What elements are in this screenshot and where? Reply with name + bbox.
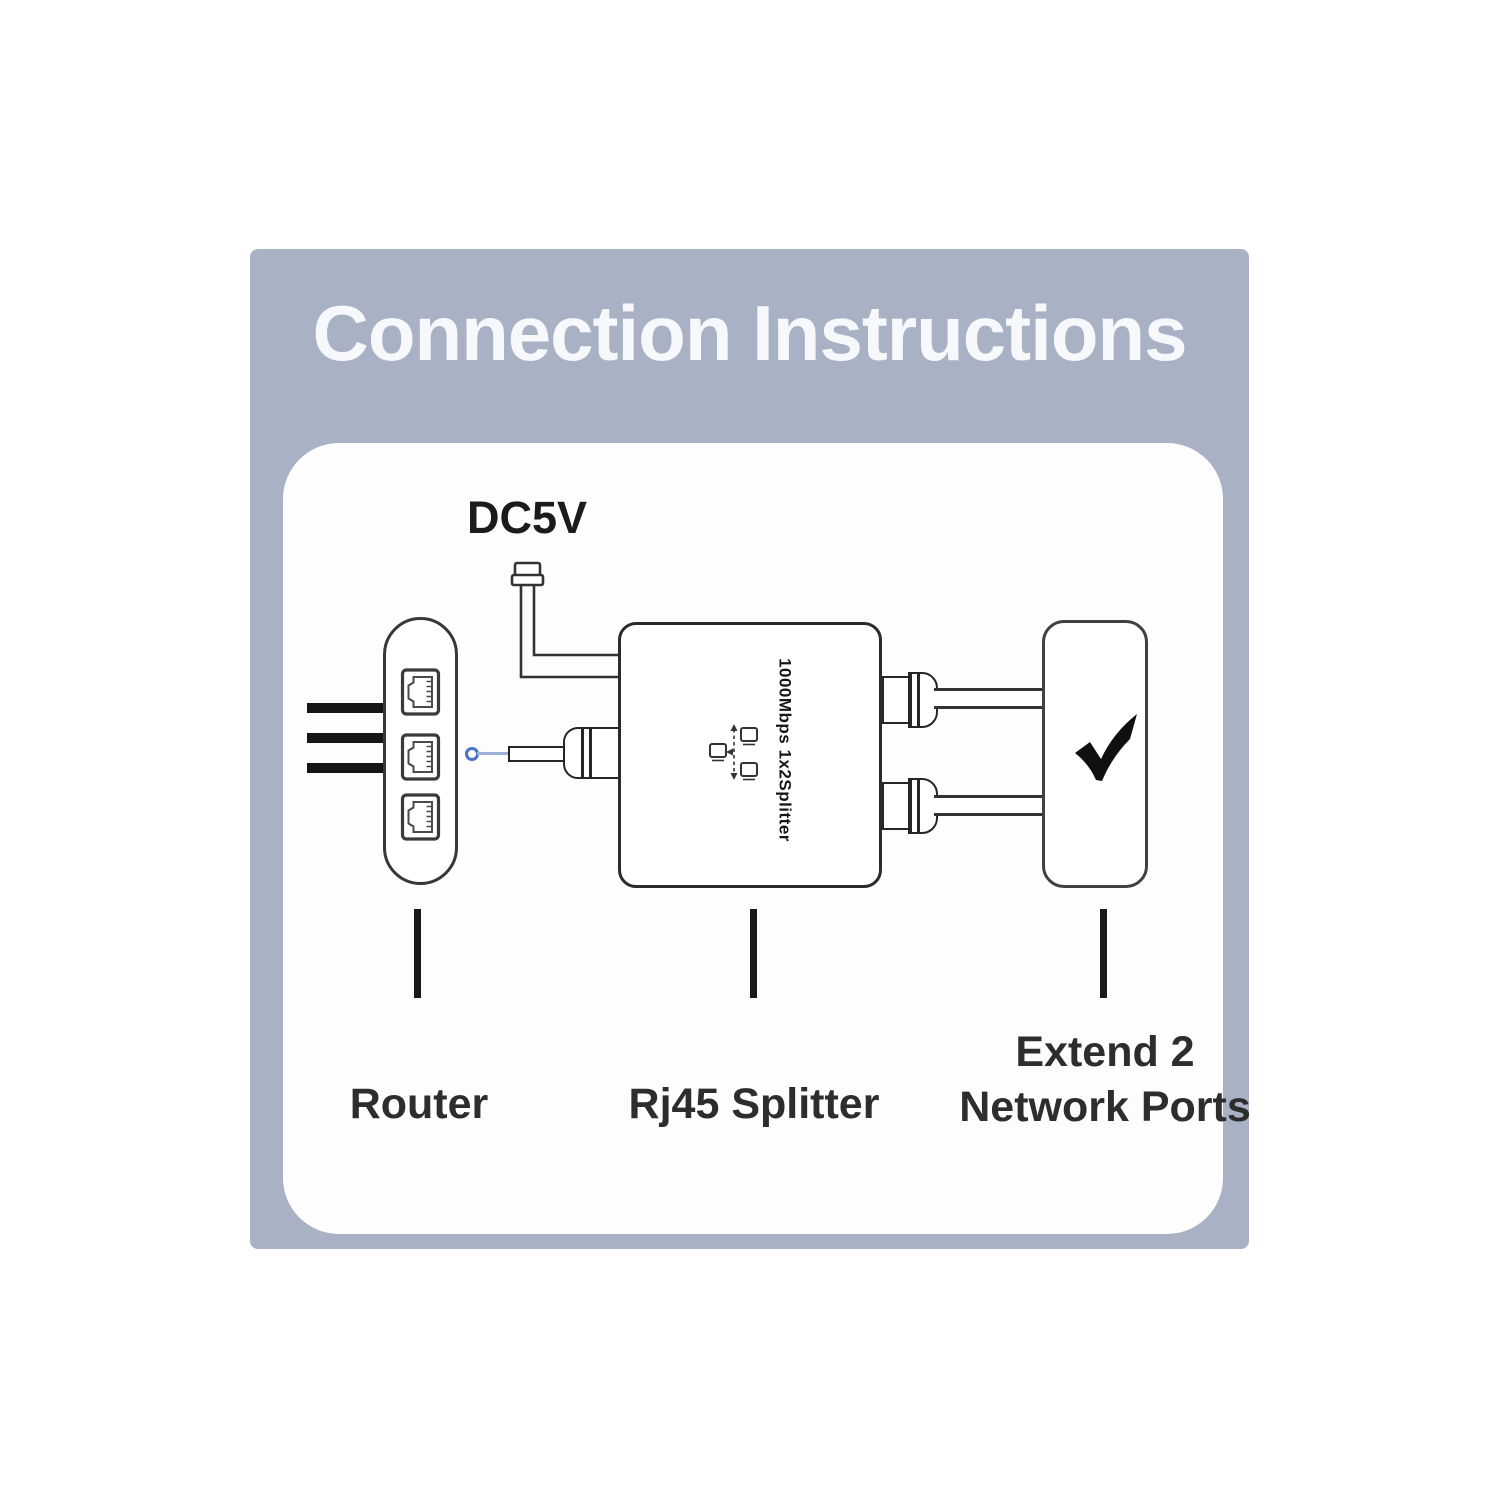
splitter-device: 1000Mbps 1x2Splitter <box>618 622 882 888</box>
ethernet-cable <box>934 795 1044 816</box>
router-device <box>383 617 458 885</box>
page-title: Connection Instructions <box>312 289 1188 377</box>
extend-caption-line2: Network Ports <box>959 1083 1251 1131</box>
plug-boot <box>908 778 938 834</box>
ethernet-plug-input-icon <box>508 727 620 780</box>
extend-caption: Extend 2 Network Ports <box>945 1025 1265 1135</box>
ethernet-cable <box>934 688 1044 709</box>
connector-line <box>477 752 509 755</box>
rj45-port-icon <box>400 733 441 781</box>
pointer-line-router <box>414 909 421 998</box>
checkmark-icon <box>1075 714 1137 781</box>
plug-ridge <box>589 729 592 777</box>
router-caption: Router <box>349 1080 489 1128</box>
router-cable-line <box>307 763 385 773</box>
plug-ridge <box>581 729 584 777</box>
dc-plug-icon <box>510 561 618 679</box>
splitter-print-label: 1000Mbps 1x2Splitter <box>775 658 795 842</box>
plug-tip <box>508 746 565 762</box>
pointer-line-extend <box>1100 909 1107 998</box>
extend-caption-line1: Extend 2 <box>1015 1028 1195 1076</box>
network-split-icon <box>709 724 758 781</box>
extend-ports-box <box>1042 620 1148 888</box>
plug-ridge <box>917 780 920 832</box>
ethernet-plug-output-icon <box>882 778 940 834</box>
plug-ridge <box>909 674 912 726</box>
plug-ridge <box>909 780 912 832</box>
splitter-caption: Rj45 Splitter <box>628 1080 880 1128</box>
rj45-port-icon <box>400 668 441 716</box>
router-cable-line <box>307 703 385 713</box>
dc-power-label: DC5V <box>466 492 588 543</box>
pointer-line-splitter <box>750 909 757 998</box>
ethernet-plug-output-icon <box>882 672 940 728</box>
plug-ridge <box>917 674 920 726</box>
rj45-port-icon <box>400 793 441 841</box>
router-cable-line <box>307 733 385 743</box>
